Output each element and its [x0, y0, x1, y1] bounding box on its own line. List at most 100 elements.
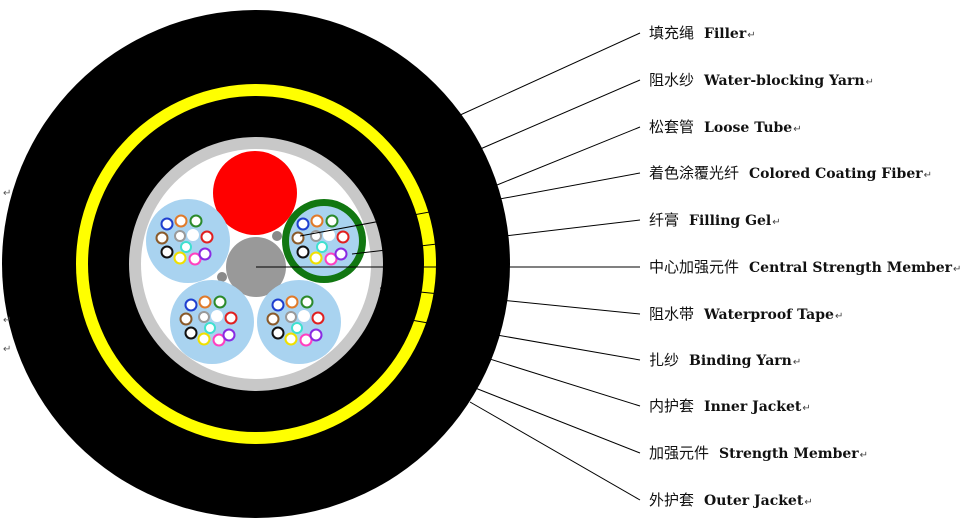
paragraph-mark: ↵ — [3, 344, 12, 355]
colored-coating-fiber — [316, 241, 328, 253]
colored-coating-fiber — [174, 214, 188, 228]
colored-coating-fiber — [200, 230, 214, 244]
colored-coating-fiber — [309, 251, 323, 265]
loose-tube — [282, 199, 366, 283]
colored-coating-fiber — [285, 311, 297, 323]
leader-line — [459, 381, 641, 454]
label-chinese: 中心加强元件 — [649, 258, 740, 276]
label-english: Strength Member — [719, 446, 859, 462]
colored-coating-fiber — [299, 333, 313, 347]
legend-label: 扎纱 Binding Yarn↵ — [649, 349, 801, 370]
colored-coating-fiber — [325, 214, 339, 228]
leader-line — [457, 32, 641, 117]
colored-coating-fiber — [187, 229, 199, 241]
colored-coating-fiber — [198, 247, 212, 261]
colored-coating-fiber — [284, 332, 298, 346]
legend-label: 中心加强元件 Central Strength Member↵ — [649, 256, 961, 277]
colored-coating-fiber — [155, 231, 169, 245]
paragraph-mark: ↵ — [772, 217, 781, 228]
cable-cross-section — [2, 10, 510, 518]
legend-label: 外护套 Outer Jacket↵ — [649, 489, 813, 510]
colored-coating-fiber — [336, 230, 350, 244]
paragraph-mark: ↵ — [747, 30, 756, 41]
label-chinese: 内护套 — [649, 397, 695, 415]
colored-coating-fiber — [291, 231, 305, 245]
leader-line — [379, 287, 641, 315]
paragraph-mark: ↵ — [802, 403, 811, 414]
label-chinese: 阻水带 — [649, 305, 695, 323]
colored-coating-fiber — [271, 326, 285, 340]
paragraph-mark: ↵ — [804, 497, 813, 508]
label-english: Binding Yarn — [689, 353, 792, 369]
label-english: Loose Tube — [704, 120, 793, 136]
leader-line — [477, 79, 641, 151]
colored-coating-fiber — [174, 230, 186, 242]
leader-line — [351, 219, 641, 255]
legend-label: 阻水带 Waterproof Tape↵ — [649, 303, 843, 324]
paragraph-mark: ↵ — [923, 170, 932, 181]
colored-coating-fiber — [204, 322, 216, 334]
legend-label: 加强元件 Strength Member↵ — [649, 442, 868, 463]
label-english: Water-blocking Yarn — [704, 73, 865, 89]
colored-coating-fiber — [180, 241, 192, 253]
label-english: Outer Jacket — [704, 493, 804, 509]
colored-coating-fiber — [334, 247, 348, 261]
label-chinese: 加强元件 — [649, 444, 710, 462]
label-chinese: 外护套 — [649, 491, 695, 509]
colored-coating-fiber — [179, 312, 193, 326]
label-english: Filler — [704, 26, 747, 42]
colored-coating-fiber — [212, 333, 226, 347]
colored-coating-fiber — [184, 326, 198, 340]
colored-coating-fiber — [296, 217, 310, 231]
colored-coating-fiber — [197, 332, 211, 346]
colored-coating-fiber — [324, 252, 338, 266]
leader-line — [496, 126, 641, 186]
colored-coating-fiber — [309, 328, 323, 342]
colored-coating-fiber — [198, 295, 212, 309]
colored-coating-fiber — [298, 310, 310, 322]
legend-label: 内护套 Inner Jacket↵ — [649, 395, 811, 416]
legend-label: 着色涂覆光纤 Colored Coating Fiber↵ — [649, 162, 932, 183]
paragraph-mark: ↵ — [793, 124, 802, 135]
label-chinese: 扎纱 — [649, 351, 680, 369]
colored-coating-fiber — [291, 322, 303, 334]
colored-coating-fiber — [211, 310, 223, 322]
label-chinese: 纤膏 — [649, 211, 680, 229]
loose-tube — [257, 280, 341, 364]
label-english: Inner Jacket — [704, 399, 802, 415]
label-english: Waterproof Tape — [704, 307, 834, 323]
colored-coating-fiber — [311, 311, 325, 325]
label-chinese: 着色涂覆光纤 — [649, 164, 740, 182]
paragraph-mark: ↵ — [3, 315, 12, 326]
label-chinese: 阻水纱 — [649, 71, 695, 89]
legend-label: 纤膏 Filling Gel↵ — [649, 209, 781, 230]
colored-coating-fiber — [189, 214, 203, 228]
colored-coating-fiber — [285, 295, 299, 309]
colored-coating-fiber — [224, 311, 238, 325]
colored-coating-fiber — [184, 298, 198, 312]
colored-coating-fiber — [173, 251, 187, 265]
label-english: Central Strength Member — [749, 260, 952, 276]
leader-line — [469, 401, 641, 501]
colored-coating-fiber — [188, 252, 202, 266]
colored-coating-fiber — [213, 295, 227, 309]
water-blocking-yarn — [217, 272, 227, 282]
loose-tube — [170, 280, 254, 364]
paragraph-mark: ↵ — [834, 311, 844, 322]
paragraph-mark: ↵ — [953, 264, 962, 275]
colored-coating-fiber — [160, 245, 174, 259]
label-english: Filling Gel — [689, 213, 772, 229]
leader-lines — [256, 32, 641, 501]
filler-rope — [213, 151, 297, 235]
paragraph-mark: ↵ — [859, 450, 869, 461]
colored-coating-fiber — [310, 214, 324, 228]
label-english: Colored Coating Fiber — [749, 166, 923, 182]
colored-coating-fiber — [271, 298, 285, 312]
colored-coating-fiber — [323, 229, 335, 241]
paragraph-mark: ↵ — [792, 357, 802, 368]
colored-coating-fiber — [198, 311, 210, 323]
paragraph-mark: ↵ — [3, 188, 12, 199]
